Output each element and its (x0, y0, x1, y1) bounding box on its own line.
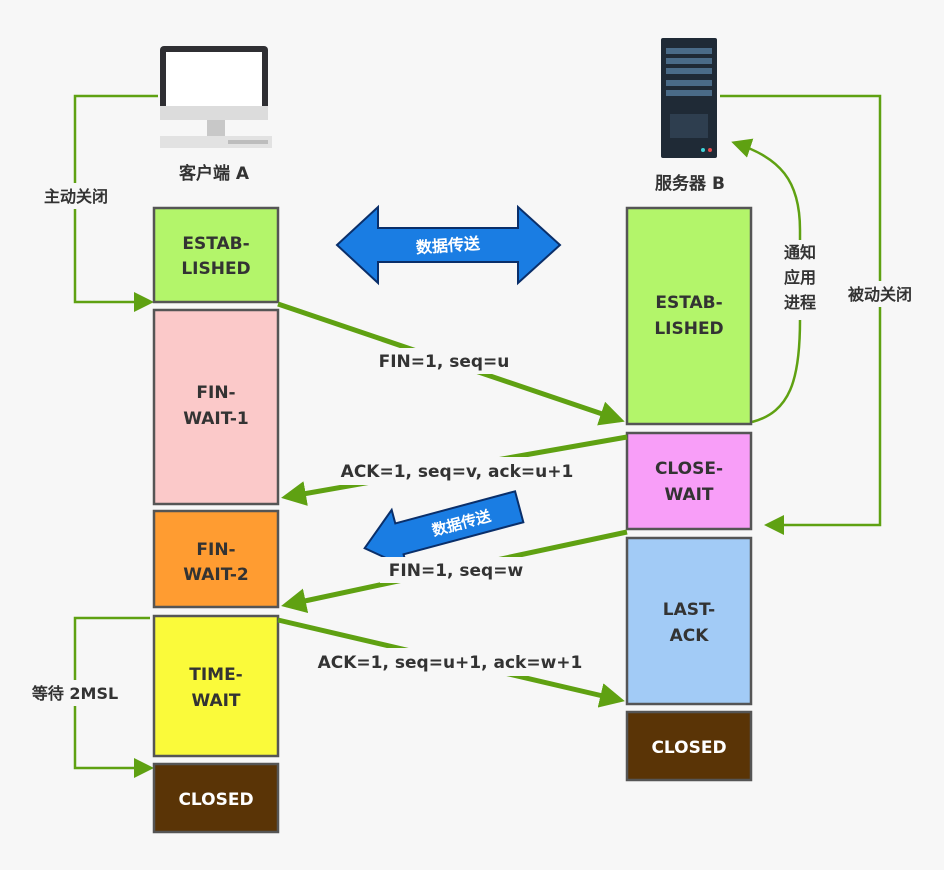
data-transfer-double-arrow: 数据传送 (335, 204, 562, 286)
client-state-closed: CLOSED (152, 762, 280, 834)
passive-close-label-bg (836, 281, 924, 307)
svg-text:LAST-: LAST- (663, 600, 715, 620)
server-state-established: ESTAB- LISHED (625, 206, 753, 426)
notify-label-line-2: 应用 (784, 268, 816, 287)
message-fin-u: FIN=1, seq=u (379, 352, 510, 372)
server-state-close-wait: CLOSE- WAIT (625, 431, 753, 531)
notify-label-line-3: 进程 (784, 293, 816, 312)
client-label: 客户端 A (178, 163, 250, 184)
wait-2msl-label: 等待 2MSL (31, 684, 118, 703)
message-fin-w: FIN=1, seq=w (389, 561, 524, 581)
svg-text:WAIT: WAIT (191, 691, 240, 711)
svg-text:TIME-: TIME- (189, 665, 243, 685)
svg-text:ESTAB-: ESTAB- (182, 234, 249, 254)
active-close-label-bg (30, 183, 122, 209)
svg-text:FIN-: FIN- (196, 540, 235, 560)
client-state-fin-wait-2: FIN- WAIT-2 (152, 509, 280, 609)
notify-label-bg (780, 240, 820, 320)
data-transfer-label: 数据传送 (415, 234, 481, 257)
server-icon (661, 38, 717, 158)
notify-label-line-1: 通知 (784, 243, 816, 262)
svg-text:CLOSE-: CLOSE- (655, 459, 723, 479)
server-state-closed: CLOSED (625, 710, 753, 782)
svg-text:CLOSED: CLOSED (651, 738, 726, 758)
svg-text:WAIT-1: WAIT-1 (183, 409, 248, 429)
message-ack-v: ACK=1, seq=v, ack=u+1 (341, 462, 574, 482)
svg-text:LISHED: LISHED (654, 319, 723, 339)
server-label: 服务器 B (655, 173, 725, 194)
svg-text:WAIT: WAIT (664, 485, 713, 505)
client-state-fin-wait-1: FIN- WAIT-1 (152, 308, 280, 506)
message-fin-w-bg (380, 557, 532, 583)
client-state-established: ESTAB- LISHED (152, 206, 280, 304)
message-fin-u-bg (364, 348, 524, 374)
message-ack-v-bg (326, 457, 588, 485)
wait-2msl-label-bg (20, 680, 130, 706)
message-ack-w: ACK=1, seq=u+1, ack=w+1 (318, 653, 583, 673)
svg-text:ESTAB-: ESTAB- (655, 293, 722, 313)
active-close-label: 主动关闭 (44, 187, 108, 206)
server-state-last-ack: LAST- ACK (625, 536, 753, 706)
svg-text:FIN-: FIN- (196, 383, 235, 403)
message-ack-w-bg (300, 648, 600, 676)
svg-text:LISHED: LISHED (181, 259, 250, 279)
computer-icon (160, 46, 272, 148)
svg-text:ACK: ACK (670, 626, 710, 646)
svg-text:CLOSED: CLOSED (178, 790, 253, 810)
passive-close-label: 被动关闭 (848, 285, 912, 304)
svg-text:WAIT-2: WAIT-2 (183, 565, 248, 585)
passive-close-bracket (720, 94, 882, 535)
client-state-time-wait: TIME- WAIT (152, 614, 280, 758)
